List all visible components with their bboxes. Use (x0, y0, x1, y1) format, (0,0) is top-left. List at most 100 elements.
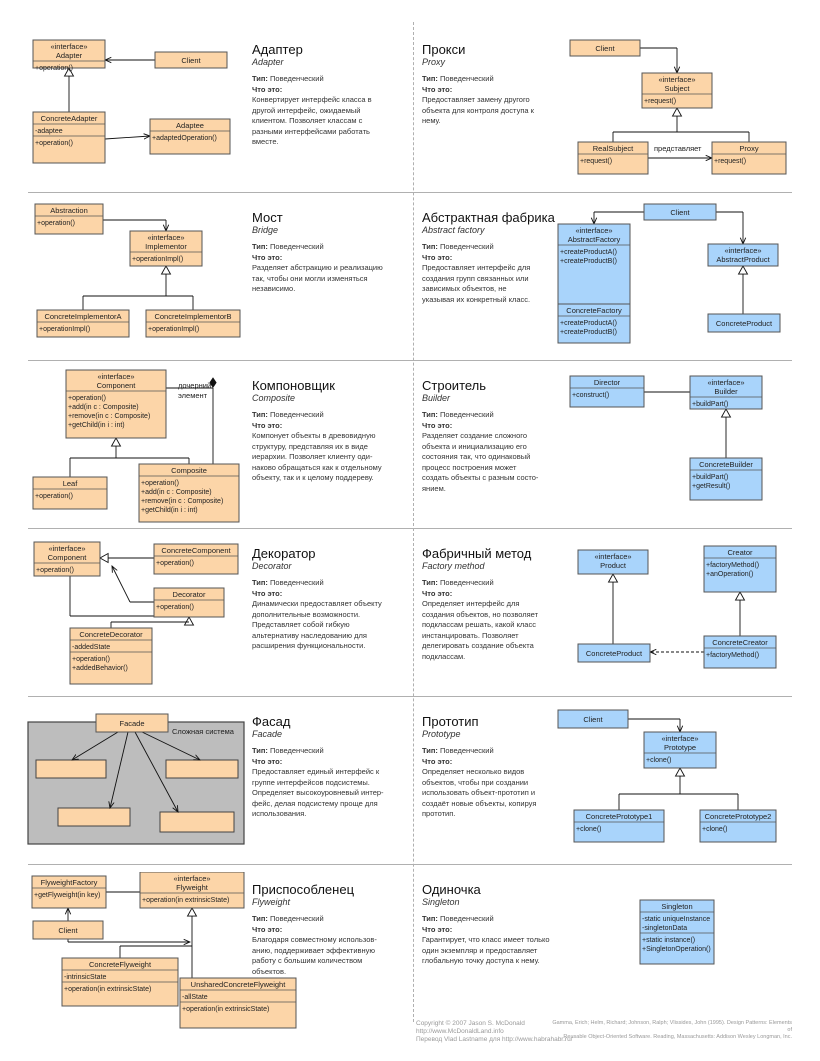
class-name: ConcreteComponent (161, 546, 231, 555)
pattern-panel-decorator: «interface»Component+operation()Concrete… (0, 536, 410, 704)
description-line: клиентом. Позволяет классам с (252, 116, 363, 125)
type-label: Тип: (422, 74, 438, 83)
type-label: Тип: (422, 242, 438, 251)
class-name: Decorator (173, 590, 206, 599)
class-operation: +operation(in extrinsicState) (182, 1006, 269, 1013)
uml-diagram: «interface»Component+operation()Concrete… (33, 541, 239, 685)
footer-left: Copyright © 2007 Jason S. McDonald http:… (416, 1020, 576, 1044)
pattern-panel-flyweight: FlyweightFactory+getFlyweight(in key)«in… (0, 872, 410, 1040)
description-line: зависимых объектов, не (422, 284, 507, 293)
class-name: Director (594, 378, 621, 387)
what-label: Что это: (252, 84, 283, 94)
description-line: расширения функциональности. (252, 641, 366, 650)
class-attribute: -static uniqueInstance (642, 916, 710, 923)
uml-connector (112, 566, 131, 603)
uml-class-concretedecorator: ConcreteDecorator-addedState+operation()… (69, 627, 153, 685)
dependency-line (141, 731, 200, 760)
association-note: представляет (654, 144, 702, 153)
class-name: ConcreteDecorator (79, 630, 143, 639)
uml-class-facade: Facade (95, 713, 169, 733)
uml-diagram: FlyweightFactory+getFlyweight(in key)«in… (31, 872, 297, 1029)
uml-class-concreteimplementora: ConcreteImplementorA+operationImpl() (36, 309, 130, 338)
uml-class-abstraction: Abstraction+operation() (34, 203, 104, 235)
class-operation: +getChild(in i : int) (68, 422, 125, 429)
uml-class-director: Director+construct() (569, 375, 645, 408)
pattern-subtitle: Adapter (252, 57, 284, 67)
what-label: Что это: (422, 84, 453, 94)
uml-class-concreteproduct: ConcreteProduct (577, 643, 651, 663)
type-label: Тип: (252, 242, 268, 251)
class-operation: +operation() (36, 567, 74, 574)
uml-class-creator: Creator+factoryMethod()+anOperation() (703, 545, 777, 593)
description-line: объектов, чтобы при создании (422, 777, 529, 787)
pattern-panel-abstract-factory: Client«interface»AbstractFactory+createP… (410, 200, 820, 368)
association-note: элемент (178, 391, 208, 400)
uml-class-product: «interface»Product (577, 549, 649, 575)
description-line: объекту, так и к целому поддереву. (252, 473, 374, 482)
footer-left-line: Copyright © 2007 Jason S. McDonald (416, 1020, 525, 1027)
class-attribute: -intrinsicState (64, 974, 107, 981)
type-value: Поведенческий (270, 578, 324, 587)
description-line: наково обращаться как к отдельному (252, 462, 382, 472)
description-line: состояния так, что одинаковый (422, 452, 531, 461)
pattern-type: Тип: Поведенческий (252, 746, 417, 757)
pattern-title: Компоновщик (252, 378, 335, 393)
description-line: Гарантирует, что класс имеет только (422, 935, 550, 944)
uml-class-singleton: Singleton-static uniqueInstance-singleto… (639, 899, 715, 965)
type-value: Поведенческий (270, 914, 324, 923)
class-operation: +getChild(in i : int) (141, 507, 198, 514)
pattern-what: Что это: (422, 757, 587, 768)
uml-class-concreteflyweight: ConcreteFlyweight-intrinsicState+operati… (61, 957, 179, 1007)
class-name: Component (48, 553, 88, 562)
description-line: инстанцировать. Позволяет (422, 630, 519, 640)
class-name: «interface» (707, 378, 744, 387)
description-line: Конвертирует интерфейс класса в (252, 95, 372, 104)
class-name: «interface» (575, 226, 612, 235)
uml-class-abstractfactory: «interface»AbstractFactory+createProduct… (557, 223, 631, 308)
description-line: подклассам. (422, 651, 466, 661)
type-value: Поведенческий (440, 746, 494, 755)
what-label: Что это: (422, 756, 453, 766)
description-line: Предоставляет замену другого (422, 95, 530, 104)
uml-diagram: Director+construct()«interface»Builder+b… (569, 375, 763, 501)
what-label: Что это: (422, 420, 453, 430)
row-divider (28, 192, 792, 193)
pattern-subtitle: Proxy (422, 57, 446, 67)
type-value: Поведенческий (270, 410, 324, 419)
type-value: Поведенческий (440, 410, 494, 419)
pattern-type: Тип: Поведенческий (422, 74, 587, 85)
class-operation: +getFlyweight(in key) (34, 892, 100, 899)
type-value: Поведенческий (440, 914, 494, 923)
pattern-panel-singleton: Singleton-static uniqueInstance-singleto… (410, 872, 820, 1040)
uml-class-decorator: Decorator+operation() (153, 587, 225, 618)
class-operation: +createProductA() (560, 320, 617, 327)
row-divider (28, 360, 792, 361)
pattern-panel-prototype: Client«interface»Prototype+clone()Concre… (410, 704, 820, 872)
class-operation: +addedBehavior() (72, 665, 128, 672)
class-name: Builder (714, 387, 738, 396)
pattern-what: Что это: (422, 589, 587, 600)
pattern-title: Прокси (422, 42, 466, 57)
what-label: Что это: (252, 252, 283, 262)
pattern-what: Что это: (252, 421, 417, 432)
class-operation: +operationImpl() (132, 256, 183, 263)
type-label: Тип: (252, 914, 268, 923)
pattern-subtitle: Builder (422, 393, 451, 403)
class-name: «interface» (147, 233, 184, 242)
class-operation: +operationImpl() (148, 326, 199, 333)
class-name: Client (583, 715, 603, 724)
description-line: так, чтобы они могли изменяться (252, 273, 368, 283)
pattern-what: Что это: (252, 85, 417, 96)
column-divider (413, 22, 414, 1022)
subsystem-label: Сложная система (172, 727, 235, 736)
uml-class-implementor: «interface»Implementor+operationImpl() (129, 230, 203, 267)
class-name: Client (181, 56, 201, 65)
class-attribute: -singletonData (642, 925, 687, 932)
pattern-type: Тип: Поведенческий (422, 746, 587, 757)
